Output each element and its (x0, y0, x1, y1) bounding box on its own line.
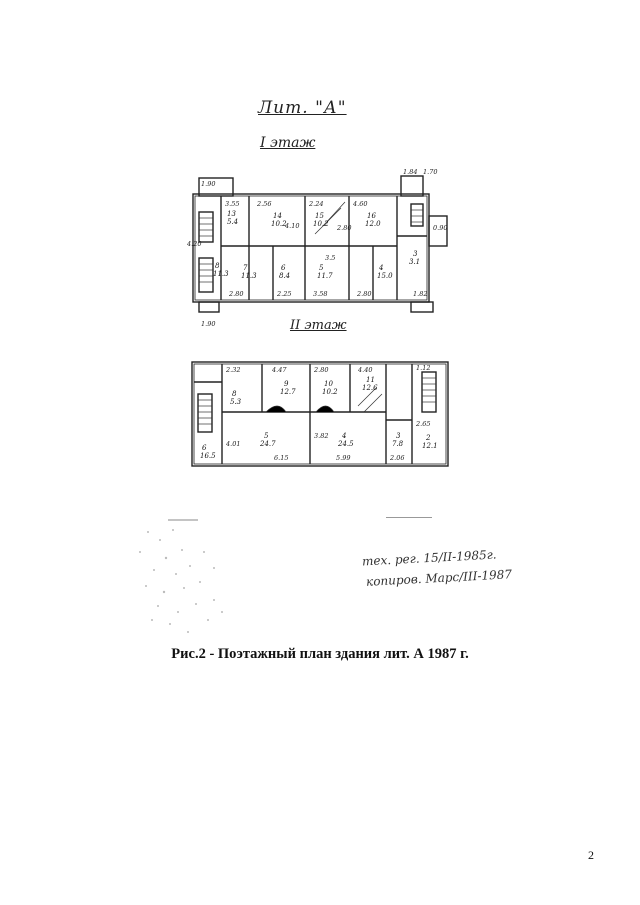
floor2-plan-drawing: 2.32 4.47 2.80 4.40 1.12 4.01 6.15 5.99 … (191, 361, 449, 467)
dim-label: 1.84 (403, 168, 417, 176)
dim-label: 3.55 (225, 200, 239, 208)
dim-label: 2.65 (415, 420, 430, 428)
room-number: 5 (264, 432, 269, 440)
room-number: 5 (319, 264, 324, 272)
dim-label: 2.25 (276, 290, 291, 298)
room-area: 11.3 (241, 272, 257, 280)
room-area: 11.3 (213, 270, 229, 278)
scan-mark (386, 517, 432, 518)
dim-label: 2.56 (256, 200, 271, 208)
room-area: 10.2 (271, 220, 287, 228)
room-number: 6 (202, 444, 207, 452)
room-area: 5.3 (230, 398, 242, 406)
floor1-plan-drawing: 1.90 3.55 2.56 2.24 4.60 1.84 1.70 4.20 … (186, 168, 448, 328)
dim-label: 2.06 (389, 454, 404, 462)
dim-label: 1.90 (201, 320, 215, 328)
room-number: 11 (366, 376, 375, 384)
dim-label: 2.80 (228, 290, 243, 298)
handwritten-note-line1: тех. рег. 15/II-1985г. (361, 547, 497, 569)
room-area: 15.0 (377, 272, 393, 280)
room-area: 3.1 (409, 258, 420, 266)
dim-label: 5.99 (336, 454, 350, 462)
room-number: 13 (227, 210, 236, 218)
dim-label: 2.24 (308, 200, 323, 208)
room-area: 7.8 (392, 440, 404, 448)
dim-label: 3.5 (325, 254, 335, 262)
dim-label: 1.90 (201, 180, 215, 188)
figure-caption: Рис.2 - Поэтажный план здания лит. А 198… (171, 646, 469, 662)
room-area: 8.4 (279, 272, 290, 280)
dim-label: 4.20 (186, 240, 201, 248)
floor2-plan: 2.32 4.47 2.80 4.40 1.12 4.01 6.15 5.99 … (186, 356, 458, 474)
floor1-plan: 1.90 3.55 2.56 2.24 4.60 1.84 1.70 4.20 … (185, 168, 460, 330)
room-area: 12.7 (280, 388, 296, 396)
room-number: 16 (367, 212, 376, 220)
dim-label: 0.90 (433, 224, 447, 232)
dim-label: 2.80 (356, 290, 371, 298)
dim-label: 1.82 (413, 290, 427, 298)
dim-label: 2.80 (336, 224, 351, 232)
dim-label: 4.10 (284, 222, 299, 230)
handwritten-note-line2: копиров. Марс/III-1987 (365, 567, 513, 589)
dim-label: 1.12 (416, 364, 430, 372)
floor1-label: I этаж (260, 135, 316, 151)
room-number: 2 (425, 434, 431, 442)
dim-label: 4.47 (271, 366, 287, 374)
scan-noise (139, 519, 223, 633)
room-area: 5.4 (227, 218, 238, 226)
dim-label: 4.40 (357, 366, 372, 374)
dim-label: 3.58 (313, 290, 327, 298)
dim-label: 4.01 (225, 440, 240, 448)
room-number: 15 (315, 212, 324, 220)
room-area: 12.1 (422, 442, 438, 450)
room-area: 12.6 (362, 384, 378, 392)
building-letter-title: Лит. "А" (258, 98, 347, 118)
room-number: 9 (284, 380, 289, 388)
room-area: 16.5 (200, 452, 216, 460)
dim-label: 3.82 (314, 432, 328, 440)
room-area: 11.7 (317, 272, 333, 280)
room-area: 12.0 (365, 220, 381, 228)
dim-label: 6.15 (274, 454, 288, 462)
room-area: 10.2 (313, 220, 329, 228)
dim-label: 4.60 (352, 200, 367, 208)
room-number: 4 (378, 264, 383, 272)
dim-label: 2.32 (225, 366, 240, 374)
room-number: 8 (215, 262, 220, 270)
room-area: 24.5 (337, 440, 354, 448)
room-area: 10.2 (322, 388, 338, 396)
room-number: 14 (273, 212, 282, 220)
room-area: 24.7 (259, 440, 276, 448)
room-number: 4 (341, 432, 346, 440)
dim-label: 2.80 (313, 366, 328, 374)
room-number: 6 (281, 264, 286, 272)
room-number: 3 (413, 250, 418, 258)
room-number: 10 (324, 380, 333, 388)
room-number: 3 (396, 432, 401, 440)
room-number: 8 (232, 390, 237, 398)
room-number: 7 (243, 264, 248, 272)
page-number: 2 (588, 848, 594, 862)
floor2-label: II этаж (290, 318, 347, 333)
dim-label: 1.70 (423, 168, 437, 176)
